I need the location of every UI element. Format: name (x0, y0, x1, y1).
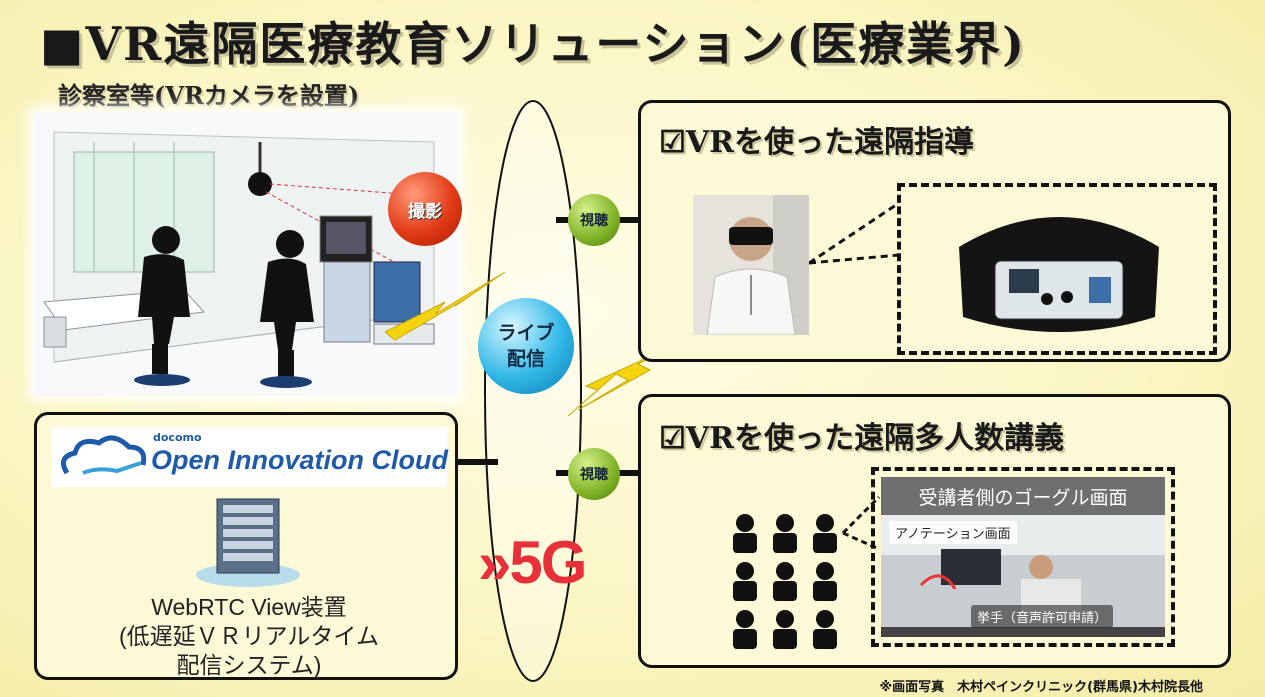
capture-badge: 撮影 (388, 172, 462, 246)
clinic-illustration (34, 112, 458, 396)
raise-hand-label: 挙手（音声許可申請） (971, 605, 1114, 628)
connector-cloud (458, 459, 498, 465)
live-badge-line2: 配信 (506, 348, 545, 370)
fiveg-text: 5G (509, 529, 587, 596)
annotation-label: アノテーション画面 (889, 521, 1017, 544)
view-badge-guidance: 視聴 (568, 194, 620, 246)
vr-headset-image (959, 217, 1159, 332)
cloud-brand-small: docomo (153, 431, 202, 444)
cloud-brand-name: Open Innovation Cloud (151, 445, 448, 475)
device-label-line2: (低遅延ＶＲリアルタイム (119, 623, 379, 649)
cloud-logo-box: docomo Open Innovation Cloud (51, 427, 448, 487)
page-title: ■VR遠隔医療教育ソリューション(医療業界) (40, 17, 1026, 71)
goggle-screen-frame: 受講者側のゴーグル画面 アノテーション画面 挙手（音声許可申請） (871, 467, 1175, 647)
footnote: ※画面写真 木村ペインクリニック(群馬県)木村院長他 (879, 680, 1203, 695)
panel-guidance-title: ☑VRを使った遠隔指導 (659, 125, 975, 160)
panel-remote-lecture: ☑VRを使った遠隔多人数講義 受講者側のゴーグル画面 (638, 394, 1231, 668)
guidance-callout-lines (809, 201, 900, 265)
device-label-line1: WebRTC View装置 (151, 594, 347, 620)
goggle-screen: 受講者側のゴーグル画面 アノテーション画面 挙手（音声許可申請） (881, 477, 1165, 637)
live-badge-line1: ライブ (497, 322, 555, 344)
panel-remote-guidance: ☑VRを使った遠隔指導 (638, 100, 1231, 362)
goggle-screen-label: 受講者側のゴーグル画面 (881, 477, 1165, 515)
live-broadcast-badge: ライブ 配信 (478, 298, 574, 394)
panel-cloud: docomo Open Innovation Cloud WebRTC View… (34, 412, 458, 680)
vr-user-photo (693, 195, 809, 335)
fiveg-logo: »5G (478, 528, 587, 597)
fiveg-chevron-icon: » (478, 529, 511, 596)
server-icon (196, 498, 300, 587)
view-badge-lecture: 視聴 (568, 448, 620, 500)
audience-group-icon (733, 514, 837, 649)
device-label: WebRTC View装置 (低遅延ＶＲリアルタイム 配信システム) (79, 593, 419, 680)
lightning-right-icon (567, 333, 699, 417)
device-label-line3: 配信システム) (176, 652, 322, 678)
panel-lecture-title: ☑VRを使った遠隔多人数講義 (659, 421, 1065, 456)
lightning-left-icon (385, 271, 506, 341)
cloud-logo-icon (60, 435, 147, 475)
clinic-label: 診察室等(VRカメラを設置) (58, 81, 360, 110)
headset-view-frame (897, 183, 1217, 355)
clinic-scene (34, 112, 458, 396)
